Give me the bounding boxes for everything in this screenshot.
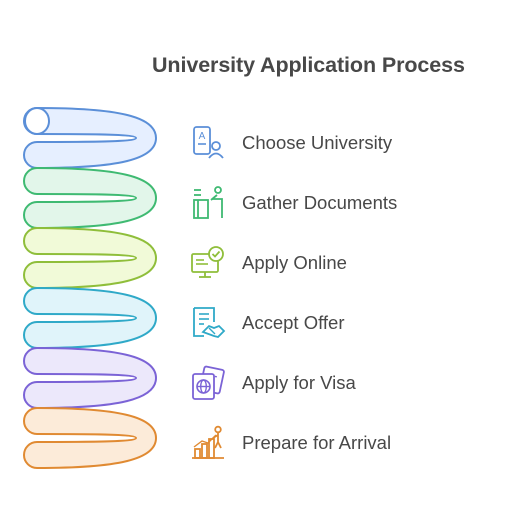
arrival-chart-icon [190,425,226,461]
step-label-apply-online: Apply Online [242,252,347,273]
diagram-title: University Application Process [152,53,465,77]
coil-segment-gather-documents [23,167,157,229]
online-application-icon [190,245,226,281]
passport-icon [190,365,226,401]
step-label-prepare-for-arrival: Prepare for Arrival [242,432,392,453]
coil-segment-apply-online [23,227,157,289]
coil-segment-prepare-for-arrival [23,407,157,469]
coil-end-cap [24,107,50,135]
university-choice-icon: A [190,125,226,161]
step-label-choose-university: Choose University [242,132,393,153]
svg-text:A: A [199,131,206,142]
handshake-offer-icon [190,305,226,341]
coil-segment-apply-for-visa [23,347,157,409]
documents-icon [190,185,226,221]
step-label-gather-documents: Gather Documents [242,192,398,213]
step-label-apply-for-visa: Apply for Visa [242,372,356,393]
step-label-accept-offer: Accept Offer [242,312,345,333]
coil-segment-accept-offer [23,287,157,349]
